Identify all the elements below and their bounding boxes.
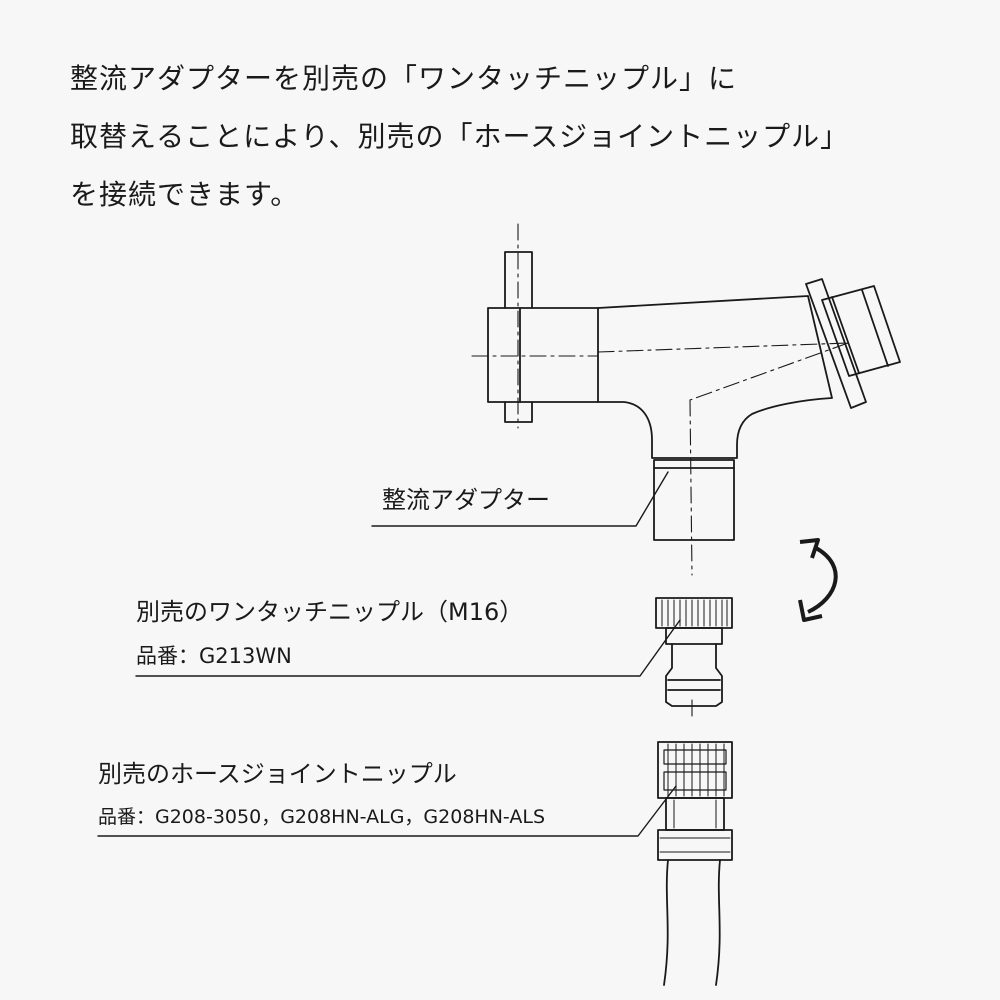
hose-part-label: 品番：G208-3050，G208HN-ALG，G208HN-ALS xyxy=(98,806,546,828)
adapter-label: 整流アダプター xyxy=(382,486,550,514)
hose xyxy=(663,859,669,986)
intro-line-2: 取替えることにより、別売の「ホースジョイントニップル」 xyxy=(70,120,850,153)
nipple-name-label: 別売のワンタッチニップル（M16） xyxy=(136,598,524,626)
intro-line-3: を接続できます。 xyxy=(70,178,300,211)
faucet-left-block xyxy=(487,307,599,403)
faucet-flange xyxy=(805,278,867,409)
adapter-sleeve xyxy=(653,459,735,541)
adapter-leader xyxy=(371,471,669,527)
hose-knurl xyxy=(667,743,725,797)
nipple-leader xyxy=(135,619,681,677)
one-touch-nipple xyxy=(655,597,733,707)
faucet-top-stub xyxy=(504,251,533,309)
intro-line-1: 整流アダプターを別売の「ワンタッチニップル」に xyxy=(70,62,738,95)
hose-name-label: 別売のホースジョイントニップル xyxy=(98,760,457,788)
nipple-knurl xyxy=(661,599,728,627)
faucet-body xyxy=(487,251,901,541)
faucet-hex-line-a xyxy=(831,296,860,374)
center-lines xyxy=(471,223,849,721)
curved-arrow-icon xyxy=(798,538,838,622)
faucet-hex-line-b xyxy=(861,289,889,367)
faucet-hex-nut xyxy=(821,285,901,377)
hose-joint-nipple xyxy=(657,741,733,986)
leader-lines xyxy=(97,471,681,837)
hose-leader xyxy=(97,785,677,837)
faucet-spout xyxy=(597,295,833,459)
intro-text: 整流アダプターを別売の「ワンタッチニップル」に 取替えることにより、別売の「ホー… xyxy=(70,50,970,224)
nipple-part-label: 品番：G213WN xyxy=(136,644,292,668)
